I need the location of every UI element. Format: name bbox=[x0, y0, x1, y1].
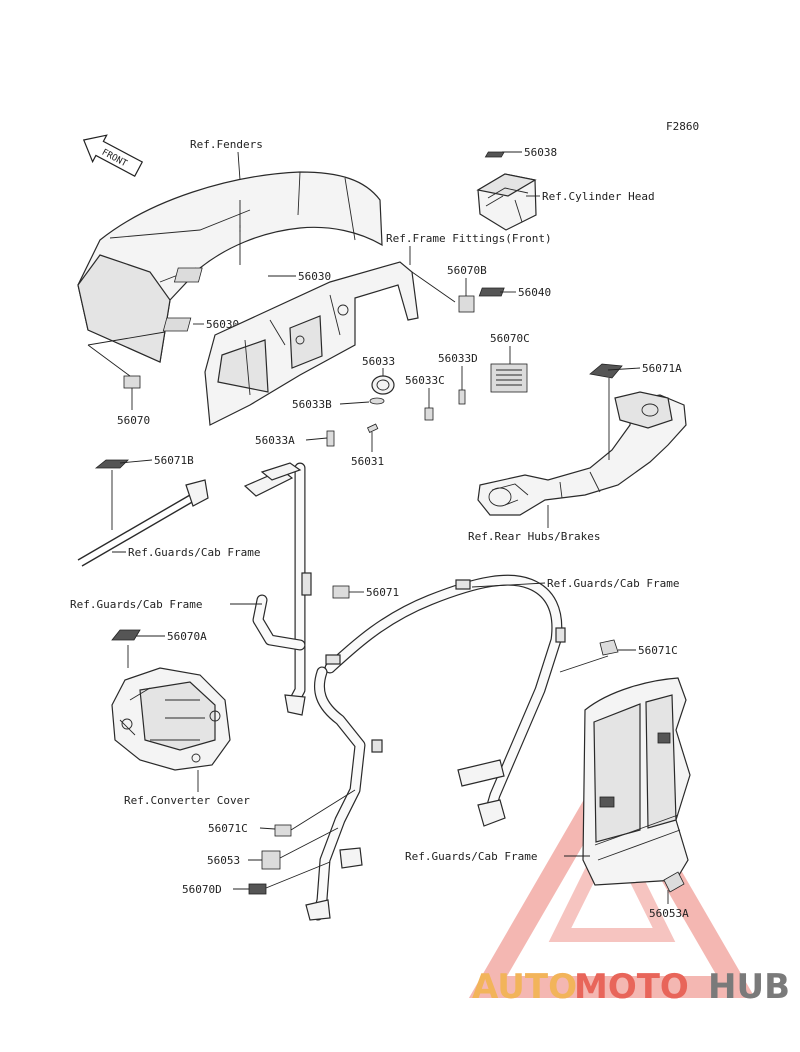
label-ref-converter-cover: Ref.Converter Cover bbox=[124, 794, 250, 807]
decal-56071a bbox=[589, 363, 623, 379]
part-56038: 56038 bbox=[524, 146, 557, 159]
decal-56070b bbox=[458, 295, 475, 313]
part-56071: 56071 bbox=[366, 586, 399, 599]
watermark-hub: HUB bbox=[708, 967, 790, 1007]
decal-56053 bbox=[261, 850, 281, 870]
part-56033d: 56033D bbox=[438, 352, 478, 365]
part-56071a: 56071A bbox=[642, 362, 682, 375]
part-56033c: 56033C bbox=[405, 374, 445, 387]
label-ref-cylinder-head: Ref.Cylinder Head bbox=[542, 190, 655, 203]
decal-56070 bbox=[123, 375, 141, 389]
part-56031: 56031 bbox=[351, 455, 384, 468]
decal-56033a bbox=[326, 430, 335, 447]
part-56071b: 56071B bbox=[154, 454, 194, 467]
label-ref-guards-cab-frame-1: Ref.Guards/Cab Frame bbox=[128, 546, 260, 559]
part-56070b: 56070B bbox=[447, 264, 487, 277]
part-56033a: 56033A bbox=[255, 434, 295, 447]
bracket-hoop-mid bbox=[371, 739, 383, 753]
decal-door-mark-1 bbox=[599, 796, 615, 808]
bracket-hoop-right bbox=[555, 627, 566, 643]
decal-56030-upper bbox=[173, 267, 203, 283]
part-56070d: 56070D bbox=[182, 883, 222, 896]
cab-door-panel bbox=[582, 677, 691, 886]
part-56033: 56033 bbox=[362, 355, 395, 368]
figure-code: F2860 bbox=[666, 120, 699, 133]
label-ref-frame-fittings-front: Ref.Frame Fittings(Front) bbox=[386, 232, 552, 245]
decal-56071 bbox=[332, 585, 350, 599]
watermark-text: AUTO MOTO HUB bbox=[472, 967, 790, 1007]
part-56071c-right: 56071C bbox=[638, 644, 678, 657]
converter-cover bbox=[111, 667, 231, 771]
decal-door-mark-2 bbox=[657, 732, 671, 744]
watermark-auto: AUTO bbox=[472, 967, 577, 1007]
guard-bar-left bbox=[77, 479, 209, 567]
part-56053a: 56053A bbox=[649, 907, 689, 920]
roll-cage-hoop bbox=[305, 574, 566, 921]
decal-56053a bbox=[663, 871, 685, 893]
part-56053: 56053 bbox=[207, 854, 240, 867]
bracket-center bbox=[301, 572, 312, 596]
label-ref-guards-cab-frame-2: Ref.Guards/Cab Frame bbox=[70, 598, 202, 611]
decal-56033d bbox=[458, 389, 466, 405]
decal-56071b bbox=[94, 459, 129, 469]
part-56033b: 56033B bbox=[292, 398, 332, 411]
part-56070: 56070 bbox=[117, 414, 150, 427]
decal-56031 bbox=[366, 423, 379, 433]
bracket-hoop-top bbox=[455, 579, 471, 590]
label-ref-guards-cab-frame-4: Ref.Guards/Cab Frame bbox=[405, 850, 537, 863]
part-56070a: 56070A bbox=[167, 630, 207, 643]
rear-axle bbox=[477, 391, 687, 516]
decal-56070a bbox=[111, 629, 141, 641]
decal-56038 bbox=[484, 151, 505, 158]
part-56070c: 56070C bbox=[490, 332, 530, 345]
label-ref-fenders: Ref.Fenders bbox=[190, 138, 263, 151]
cylinder-head bbox=[476, 173, 537, 231]
guard-center bbox=[243, 462, 312, 716]
decal-56070c bbox=[490, 363, 528, 393]
label-ref-guards-cab-frame-3: Ref.Guards/Cab Frame bbox=[547, 577, 679, 590]
bracket-hoop-left bbox=[325, 654, 341, 665]
part-56040: 56040 bbox=[518, 286, 551, 299]
watermark-moto: MOTO bbox=[574, 967, 689, 1007]
grommet-56033 bbox=[371, 375, 395, 395]
decal-56030-lower bbox=[162, 317, 192, 332]
decal-56071c-right bbox=[599, 639, 619, 656]
decal-56071c-left bbox=[274, 824, 292, 837]
decal-56070d bbox=[248, 883, 267, 895]
front-arrow-icon: FRONT bbox=[82, 134, 144, 177]
label-ref-rear-hubs-brakes: Ref.Rear Hubs/Brakes bbox=[468, 530, 600, 543]
decal-56033c bbox=[424, 407, 434, 421]
frame-fitting-front bbox=[204, 261, 419, 426]
decal-56033b bbox=[369, 397, 385, 405]
part-56030-upper: 56030 bbox=[298, 270, 331, 283]
part-56071c-left: 56071C bbox=[208, 822, 248, 835]
